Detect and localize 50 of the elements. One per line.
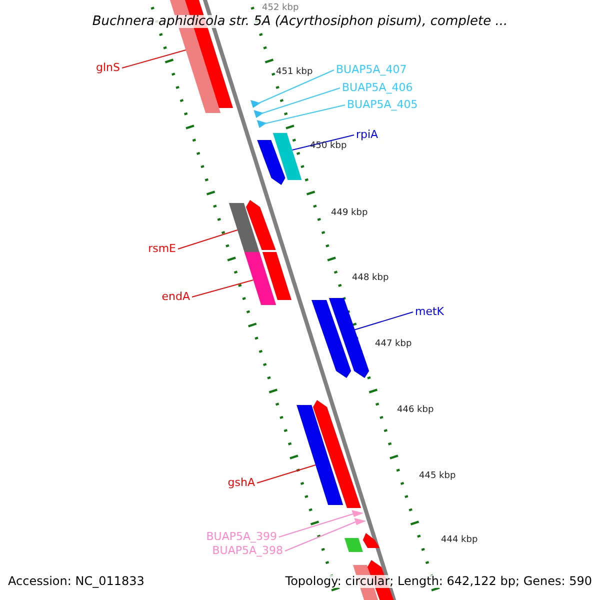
gene-feature bbox=[246, 200, 276, 250]
leader-line bbox=[292, 134, 354, 150]
gene-label: metK bbox=[415, 305, 444, 318]
scale-label: 451 kbp bbox=[276, 66, 313, 79]
scale-label: 449 kbp bbox=[331, 207, 368, 220]
gene-feature bbox=[257, 140, 286, 185]
leader-line bbox=[256, 70, 334, 104]
gene-label: BUAP5A_398 bbox=[212, 544, 283, 557]
leader-line bbox=[353, 312, 414, 330]
leader-line bbox=[262, 104, 346, 124]
scale-label: 448 kbp bbox=[352, 272, 389, 285]
gene-feature bbox=[296, 405, 344, 505]
leader-line bbox=[278, 514, 354, 538]
gene-label: BUAP5A_399 bbox=[206, 530, 277, 543]
leader-line bbox=[284, 522, 356, 552]
gene-feature bbox=[254, 110, 264, 118]
scale-label: 452 kbp bbox=[262, 2, 299, 15]
scale-label: 445 kbp bbox=[419, 470, 456, 483]
leader-line bbox=[122, 50, 186, 68]
scale-label: 447 kbp bbox=[375, 338, 412, 351]
gene-feature bbox=[312, 300, 352, 378]
scale-label: 450 kbp bbox=[310, 140, 347, 153]
gene-feature bbox=[262, 252, 292, 300]
gene-label: BUAP5A_407 bbox=[336, 63, 407, 76]
scale-label: 444 kbp bbox=[441, 534, 478, 547]
gene-label: BUAP5A_405 bbox=[347, 98, 418, 111]
gene-label: gshA bbox=[228, 476, 255, 489]
gene-label: endA bbox=[162, 290, 190, 303]
gene-feature bbox=[354, 518, 366, 525]
gene-feature bbox=[328, 298, 370, 378]
gene-feature bbox=[250, 100, 260, 108]
leader-line bbox=[178, 230, 238, 250]
gene-label: rsmE bbox=[148, 242, 176, 255]
gene-label: rpiA bbox=[356, 128, 378, 141]
leader-line bbox=[192, 280, 254, 298]
gene-feature bbox=[228, 203, 260, 255]
leader-line bbox=[259, 88, 340, 114]
gene-feature bbox=[313, 400, 361, 508]
scale-label: 446 kbp bbox=[397, 404, 434, 417]
gene-feature bbox=[256, 120, 267, 128]
gene-feature bbox=[344, 538, 363, 552]
gene-label: glnS bbox=[96, 61, 120, 74]
accession-text: Accession: NC_011833 bbox=[8, 575, 144, 588]
genome-info-text: Topology: circular; Length: 642,122 bp; Genes: 590 bbox=[285, 575, 592, 588]
gene-feature bbox=[352, 510, 364, 517]
gene-feature bbox=[362, 533, 380, 548]
leader-line bbox=[256, 464, 316, 484]
gene-feature bbox=[272, 133, 302, 180]
gene-label: BUAP5A_406 bbox=[342, 81, 413, 94]
gene-feature bbox=[244, 252, 276, 305]
